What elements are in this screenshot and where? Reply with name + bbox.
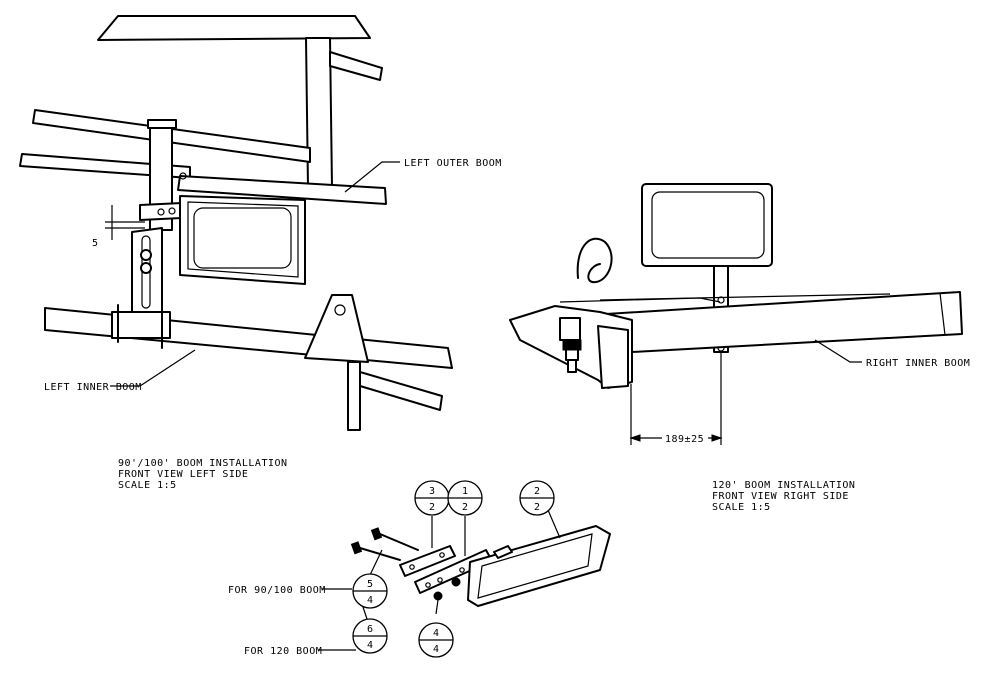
right-view-scale: SCALE 1:5: [712, 502, 771, 513]
balloon-item-4: 4 4: [418, 622, 454, 658]
balloon-item-1: 1 2: [447, 480, 483, 516]
svg-text:2: 2: [462, 502, 468, 513]
right-offset-dimension: 189±25: [665, 434, 704, 445]
svg-text:2: 2: [534, 486, 540, 497]
svg-text:4: 4: [433, 644, 439, 655]
svg-text:4: 4: [367, 595, 373, 606]
right-view-title: 120' BOOM INSTALLATION: [712, 480, 855, 491]
left-outer-boom-callout: LEFT OUTER BOOM: [404, 158, 502, 169]
right-inner-boom-callout: RIGHT INNER BOOM: [866, 358, 970, 369]
exploded-parts-drawing: [350, 525, 611, 607]
left-gap-dimension: 5: [92, 238, 99, 249]
right-view-drawing: [509, 183, 963, 445]
svg-text:3: 3: [429, 486, 435, 497]
for-90-100-boom-callout: FOR 90/100 BOOM: [228, 585, 326, 596]
svg-text:2: 2: [429, 502, 435, 513]
svg-text:4: 4: [433, 628, 439, 639]
left-view-drawing: [19, 15, 453, 431]
svg-text:6: 6: [367, 624, 373, 635]
left-inner-boom-callout: LEFT INNER BOOM: [44, 382, 142, 393]
svg-text:1: 1: [462, 486, 468, 497]
right-view-subtitle: FRONT VIEW RIGHT SIDE: [712, 491, 849, 502]
balloon-item-6: 6 4: [352, 618, 388, 654]
svg-text:5: 5: [367, 579, 373, 590]
balloon-item-5: 5 4: [352, 573, 388, 609]
svg-text:2: 2: [534, 502, 540, 513]
left-view-title: 90'/100' BOOM INSTALLATION: [118, 458, 288, 469]
left-view-subtitle: FRONT VIEW LEFT SIDE: [118, 469, 248, 480]
balloon-item-3: 3 2: [414, 480, 450, 516]
balloon-item-2: 2 2: [519, 480, 555, 516]
left-view-scale: SCALE 1:5: [118, 480, 177, 491]
for-120-boom-callout: FOR 120 BOOM: [244, 646, 322, 657]
svg-text:4: 4: [367, 640, 373, 651]
